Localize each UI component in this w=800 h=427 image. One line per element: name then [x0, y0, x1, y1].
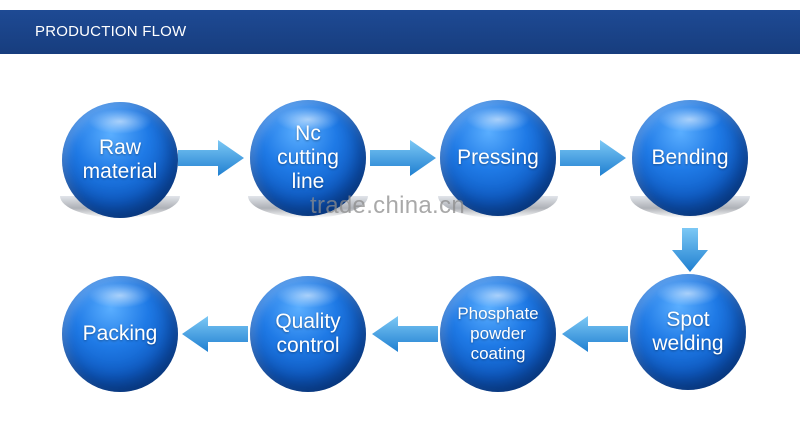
step-pressing: Pressing	[440, 100, 556, 216]
step-label: Nc cutting line	[277, 122, 339, 193]
header-bar: PRODUCTION FLOW	[0, 10, 800, 54]
step-label: Quality control	[275, 310, 341, 357]
arrow-right-icon	[560, 140, 626, 176]
step-label: Raw material	[82, 136, 158, 183]
step-phosphate-powder-coating: Phosphate powder coating	[440, 276, 556, 392]
step-nc-cutting-line: Nc cutting line	[250, 100, 366, 216]
arrow-right-icon	[370, 140, 436, 176]
arrow-right-icon	[178, 140, 244, 176]
step-spot-welding: Spot welding	[630, 274, 746, 390]
page-title: PRODUCTION FLOW	[35, 23, 187, 40]
arrow-down-icon	[672, 228, 708, 272]
step-raw-material: Raw material	[62, 102, 178, 218]
step-quality-control: Quality control	[250, 276, 366, 392]
watermark: trade.china.cn	[310, 192, 465, 219]
step-label: Packing	[82, 322, 158, 345]
arrow-left-icon	[182, 316, 248, 352]
arrow-left-icon	[372, 316, 438, 352]
step-label: Spot welding	[652, 308, 724, 355]
step-label: Pressing	[457, 146, 539, 169]
arrow-left-icon	[562, 316, 628, 352]
step-label: Phosphate powder coating	[457, 304, 539, 363]
step-label: Bending	[651, 146, 729, 169]
step-bending: Bending	[632, 100, 748, 216]
step-packing: Packing	[62, 276, 178, 392]
